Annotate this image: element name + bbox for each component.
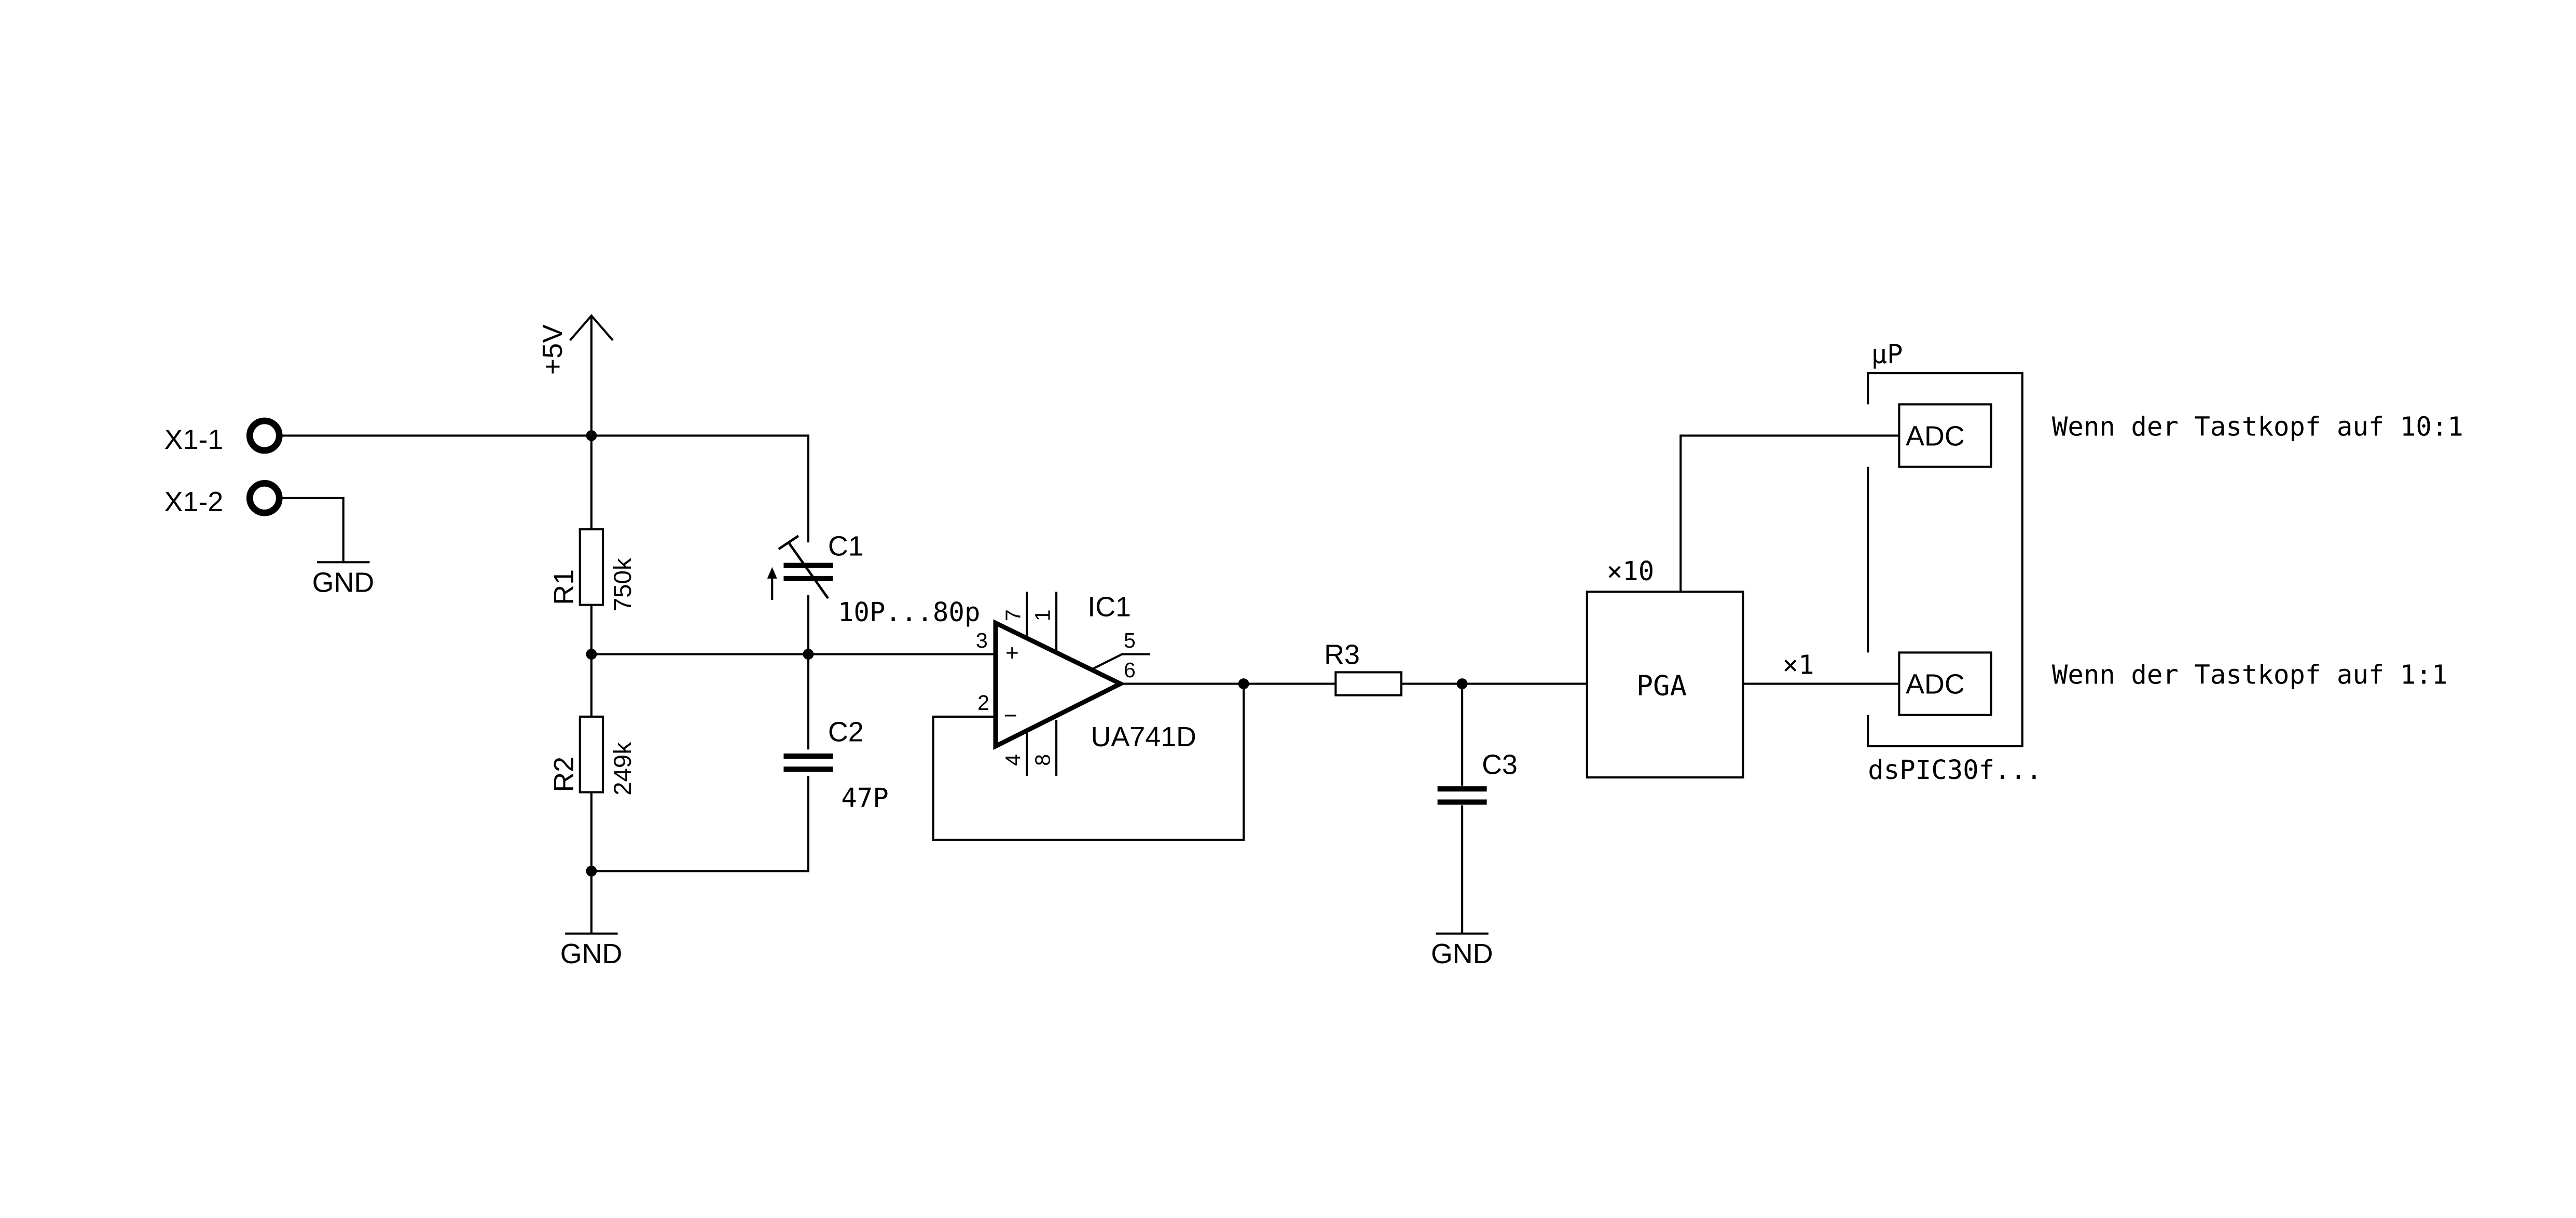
wires xyxy=(279,316,1899,934)
resistor-r2: R2 249k xyxy=(548,715,637,796)
supply-5v: +5V xyxy=(537,314,614,375)
c3-name: C3 xyxy=(1482,749,1518,781)
x1-2-ground: GND xyxy=(279,497,375,598)
supply-5v-label: +5V xyxy=(537,324,568,375)
micro-part: dsPIC30f... xyxy=(1868,755,2042,785)
c1-name: C1 xyxy=(828,531,864,562)
pin-6: 6 xyxy=(1124,658,1136,682)
r2-value: 249k xyxy=(609,742,637,796)
microcontroller-block: µP dsPIC30f... ADC ADC xyxy=(1867,339,2042,785)
gnd-x1-label: GND xyxy=(312,567,375,598)
connector-x1-1: X1-1 xyxy=(164,417,283,455)
pga-gain-x1: ×1 xyxy=(1783,650,1814,680)
junctions xyxy=(586,430,1468,877)
gnd-divider-label: GND xyxy=(560,938,623,969)
note-top: Wenn der Tastkopf auf 10:1 xyxy=(2052,411,2463,442)
pga-block: PGA ×10 ×1 xyxy=(1586,556,1814,779)
pin-3: 3 xyxy=(976,628,988,652)
note-bottom: Wenn der Tastkopf auf 1:1 xyxy=(2052,660,2447,690)
pga-label: PGA xyxy=(1636,669,1687,702)
resistor-r3: R3 xyxy=(1324,639,1403,696)
capacitor-c2: C2 47P xyxy=(783,716,889,813)
resistor-r1: R1 750k xyxy=(548,528,637,611)
c1-value: 10P...80p xyxy=(838,597,980,627)
gnd-c3-label: GND xyxy=(1431,938,1493,969)
c2-name: C2 xyxy=(828,716,864,747)
connector-x1-2: X1-2 xyxy=(164,480,283,517)
opamp-plus: + xyxy=(1005,640,1019,666)
adc-bottom: ADC xyxy=(1898,651,1992,716)
pin-4: 4 xyxy=(1001,754,1025,766)
capacitor-c3: C3 xyxy=(1437,749,1518,805)
capacitor-c1: C1 10P...80p xyxy=(767,531,980,627)
pga-gain-x10: ×10 xyxy=(1607,556,1655,586)
pin-2: 2 xyxy=(977,691,989,715)
connector-x1-1-label: X1-1 xyxy=(164,424,224,455)
c2-value: 47P xyxy=(841,783,889,813)
opamp-minus: − xyxy=(1004,703,1017,729)
adc-top: ADC xyxy=(1898,403,1992,468)
ic1-name: IC1 xyxy=(1087,592,1131,623)
connector-x1-2-label: X1-2 xyxy=(164,486,224,517)
adc-bottom-label: ADC xyxy=(1906,669,1965,700)
pin-1: 1 xyxy=(1030,609,1054,621)
pin-8: 8 xyxy=(1030,754,1054,766)
micro-label: µP xyxy=(1871,339,1903,369)
r1-value: 750k xyxy=(609,558,637,611)
adc-top-label: ADC xyxy=(1906,420,1965,451)
pin-7: 7 xyxy=(1001,609,1025,621)
ground-divider: GND xyxy=(560,932,623,969)
r1-name: R1 xyxy=(548,569,580,605)
r2-name: R2 xyxy=(548,757,580,792)
r3-name: R3 xyxy=(1324,639,1360,670)
ic1-value: UA741D xyxy=(1091,721,1196,752)
opamp-ic1: + − 3 2 6 5 7 1 4 8 IC1 UA741D xyxy=(976,592,1196,776)
ground-c3: GND xyxy=(1431,932,1493,969)
pin-5: 5 xyxy=(1124,628,1136,652)
